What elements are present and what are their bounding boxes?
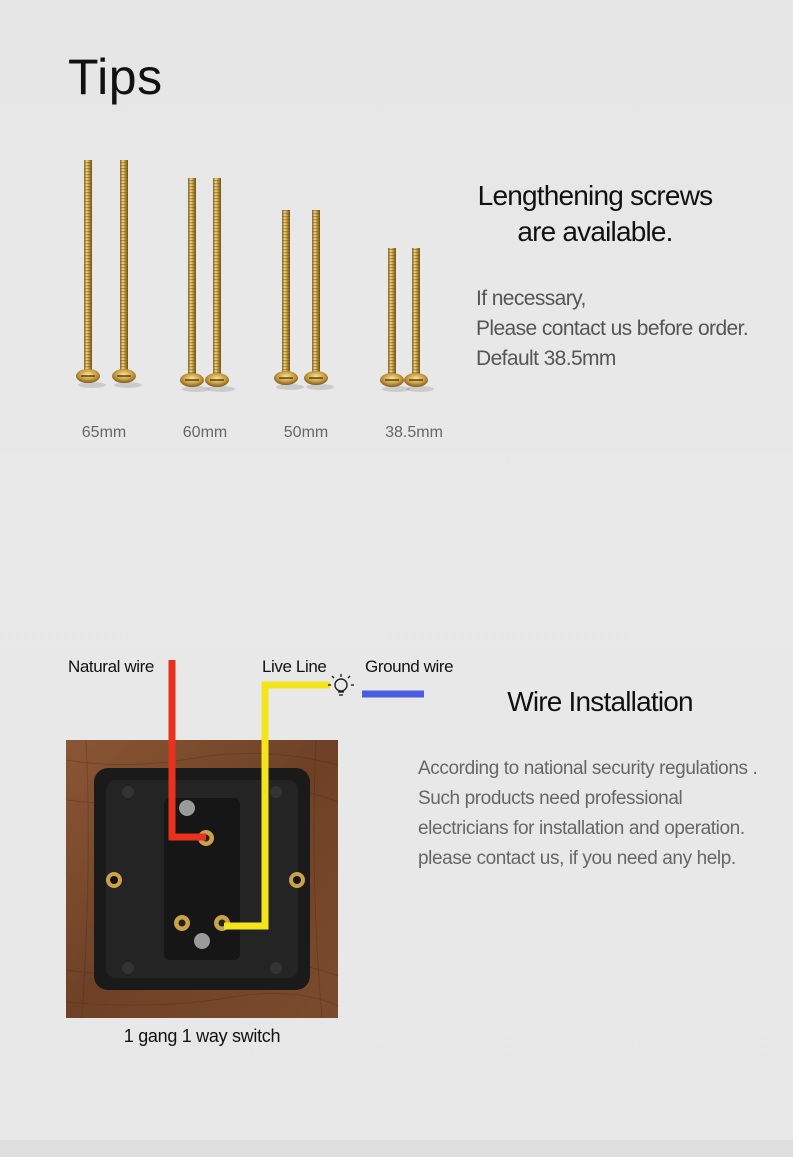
screw-label-50: 50mm (283, 424, 329, 441)
headline-line-2: are available. (517, 216, 673, 247)
para-line-2: Such products need professional (418, 788, 683, 809)
screw (274, 210, 304, 390)
page-title: Tips (68, 49, 163, 105)
screw (304, 210, 334, 390)
wire-installation-title: Wire Installation (507, 686, 693, 717)
screw (205, 178, 235, 392)
headline-line-1: Lengthening screws (477, 180, 713, 211)
live-wire (224, 681, 330, 930)
screws-headline: Lengthening screws are available. (430, 178, 760, 250)
wire-installation-text: According to national security regulatio… (418, 754, 758, 874)
bottom-band (0, 1140, 793, 1157)
natural-wire (168, 660, 206, 841)
note-line-1: If necessary, (476, 287, 586, 310)
screw (76, 160, 106, 388)
screw (404, 248, 434, 392)
screw (180, 178, 210, 392)
screws-note: If necessary, Please contact us before o… (476, 284, 749, 374)
ground-wire-label: Ground wire (365, 657, 454, 676)
screw-label-65: 65mm (81, 424, 127, 441)
screws-illustration (76, 160, 434, 392)
light-bulb-icon (328, 674, 354, 696)
screw (380, 248, 410, 392)
screw-label-38-5: 38.5mm (385, 424, 443, 441)
screw (112, 160, 142, 388)
note-line-2: Please contact us before order. (476, 317, 749, 340)
note-line-3: Default 38.5mm (476, 347, 616, 370)
para-line-4: please contact us, if you need any help. (418, 848, 736, 869)
switch-caption: 1 gang 1 way switch (123, 1026, 281, 1046)
natural-wire-label: Natural wire (68, 657, 154, 676)
para-line-3: electricians for installation and operat… (418, 818, 745, 839)
live-line-label: Live Line (262, 657, 327, 676)
screw-group (76, 160, 434, 392)
screw-label-60: 60mm (182, 424, 228, 441)
para-line-1: According to national security regulatio… (418, 758, 758, 779)
